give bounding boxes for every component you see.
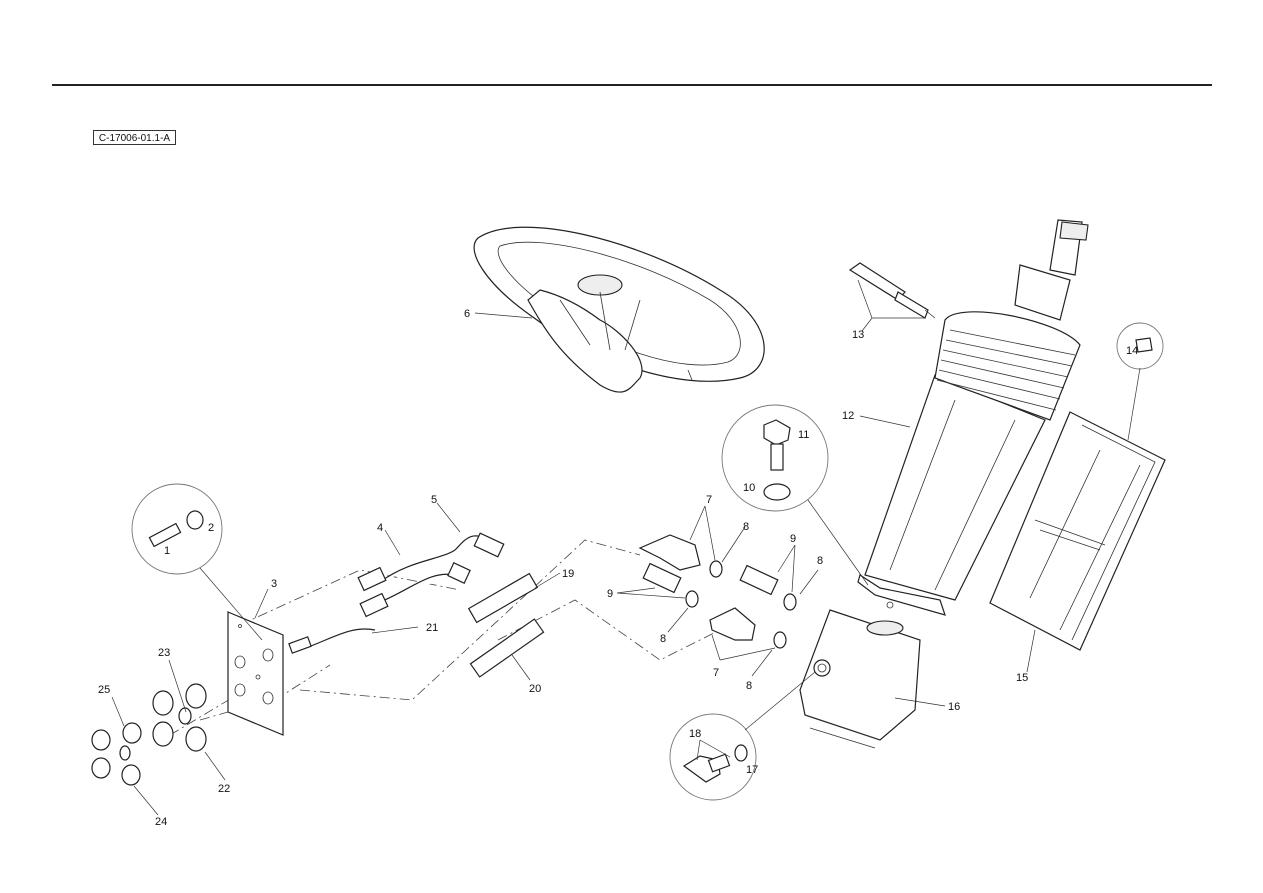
callout-labels: 1 2 3 4 5 6 7 7 8 8 8 8 9 9 10 11 12 13 … xyxy=(98,308,1138,828)
side-cover-part-15 xyxy=(989,411,1166,651)
figure-reference-id: C-17006-01.1-A xyxy=(93,130,176,145)
steering-column-part-12 xyxy=(857,219,1089,616)
callout-6: 6 xyxy=(464,308,470,320)
callout-12: 12 xyxy=(842,410,854,422)
callout-9a: 9 xyxy=(790,533,796,545)
detail-bolt-washer-1-2 xyxy=(131,483,263,641)
mounting-plate-part-3 xyxy=(227,611,284,736)
callout-13: 13 xyxy=(852,329,864,341)
callout-24: 24 xyxy=(155,816,167,828)
detail-bolt-washer-10-11 xyxy=(721,404,869,586)
callout-11: 11 xyxy=(798,429,809,441)
callout-10: 10 xyxy=(743,482,755,494)
callout-8a: 8 xyxy=(743,521,749,533)
callout-20: 20 xyxy=(529,683,541,695)
callout-22: 22 xyxy=(218,783,230,795)
callout-4: 4 xyxy=(377,522,383,534)
detail-screw-14 xyxy=(1116,322,1164,441)
callout-17: 17 xyxy=(746,764,758,776)
callout-9b: 9 xyxy=(607,588,613,600)
steering-wheel-part-6 xyxy=(473,226,765,393)
callout-1: 1 xyxy=(164,545,170,557)
callout-8d: 8 xyxy=(746,680,752,692)
callout-5: 5 xyxy=(431,494,437,506)
callout-19: 19 xyxy=(562,568,574,580)
callout-8b: 8 xyxy=(817,555,823,567)
callout-3: 3 xyxy=(271,578,277,590)
detail-elbow-17-18 xyxy=(669,671,816,801)
adapters-parts-19-20 xyxy=(467,572,545,678)
callout-23: 23 xyxy=(158,647,170,659)
lever-part-13 xyxy=(848,262,936,319)
callout-18: 18 xyxy=(689,728,701,740)
fittings-parts-7-8-9 xyxy=(638,534,797,649)
callout-7b: 7 xyxy=(713,667,719,679)
steering-unit-part-16 xyxy=(799,609,921,749)
callout-7a: 7 xyxy=(706,494,712,506)
callout-8c: 8 xyxy=(660,633,666,645)
callout-16: 16 xyxy=(948,701,960,713)
callout-14: 14 xyxy=(1126,345,1138,357)
callout-25: 25 xyxy=(98,684,110,696)
pipes-parts-4-5-21 xyxy=(288,532,505,654)
leader-lines xyxy=(111,279,1036,816)
header-rule xyxy=(52,84,1212,86)
callout-21: 21 xyxy=(426,622,438,634)
washers-nuts-parts-22-25 xyxy=(91,683,207,786)
callout-15: 15 xyxy=(1016,672,1028,684)
callout-2: 2 xyxy=(208,522,214,534)
